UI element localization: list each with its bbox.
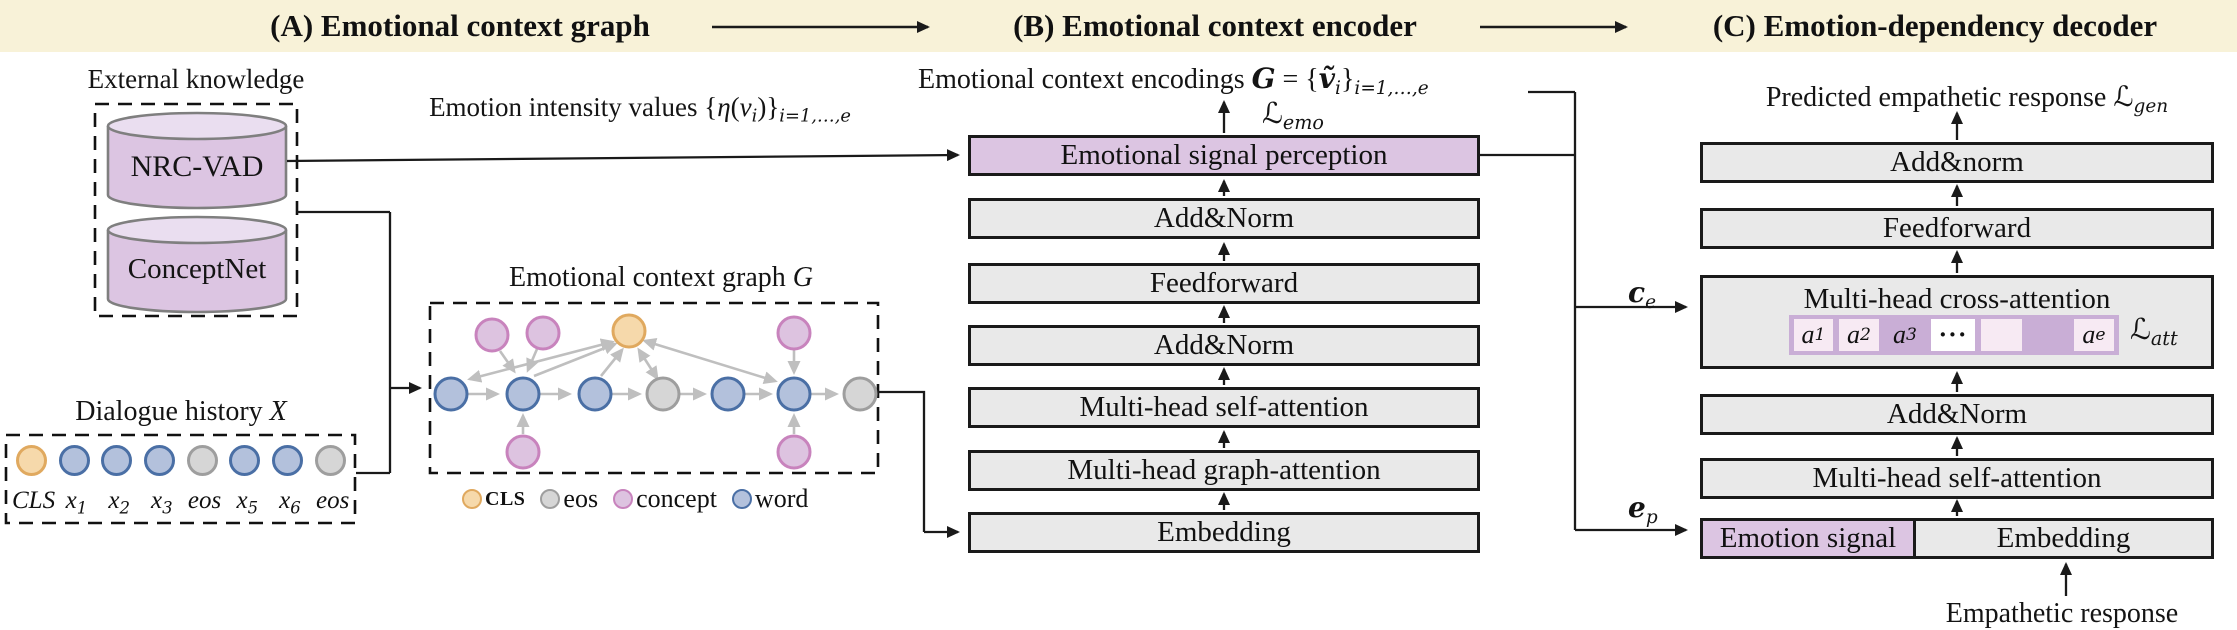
- legend-label: CLS: [485, 487, 526, 510]
- legend-label: word: [754, 484, 809, 513]
- conceptnet-label: ConceptNet: [127, 253, 267, 285]
- cls-node: [611, 313, 647, 349]
- eos-legend-dot: [540, 489, 561, 509]
- encoder-layer-embedding: Embedding: [968, 512, 1480, 553]
- context-graph-frame: [428, 301, 880, 475]
- decoder-layer-add-norm-top: Add&norm: [1700, 142, 2214, 183]
- token-label: x3: [151, 487, 173, 518]
- token-circle-word: [101, 445, 133, 476]
- concept-node: [474, 317, 510, 353]
- cls-legend-dot: [462, 489, 482, 509]
- conceptnet-cylinder: [106, 215, 288, 314]
- concept-node: [525, 315, 561, 351]
- word-node: [776, 376, 812, 412]
- predicted-response-label: Predicted empathetic response ℒgen: [1765, 80, 2169, 117]
- encoder-layer-add-norm-2: Add&Norm: [968, 198, 1480, 239]
- header-band: [0, 0, 2237, 52]
- empathetic-response-label: Empathetic response: [1945, 598, 2179, 629]
- concept-legend-dot: [613, 489, 634, 509]
- eos-node: [645, 376, 681, 412]
- dialogue-token-row: [16, 445, 346, 476]
- token-label: x1: [65, 487, 88, 518]
- token-circle-cls: [16, 445, 47, 476]
- section-title-a: (A) Emotional context graph: [270, 8, 650, 43]
- token-circle-word: [58, 445, 90, 476]
- encoder-layer-multi-head-self-attention: Multi-head self-attention: [968, 387, 1480, 428]
- legend-item-cls: CLS: [462, 488, 525, 511]
- nrc-vad-label: NRC-VAD: [130, 150, 264, 183]
- graph-nodes: [433, 313, 878, 470]
- section-title-c: (C) Emotion-dependency decoder: [1712, 8, 2158, 43]
- dialogue-history-frame: [4, 433, 357, 525]
- attention-cell-ellipsis: ···: [1931, 319, 1975, 351]
- word-node: [577, 376, 613, 412]
- word-node: [505, 376, 541, 412]
- encoder-layer-multi-head-graph-attention: Multi-head graph-attention: [968, 450, 1480, 491]
- concept-node: [505, 434, 541, 470]
- decoder-layer-feedforward: Feedforward: [1700, 208, 2214, 249]
- context-graph-title: Emotional context graph G: [508, 262, 814, 293]
- token-label: eos: [187, 487, 222, 514]
- decoder-layer-add-norm: Add&Norm: [1700, 394, 2214, 435]
- concept-node: [776, 315, 812, 351]
- token-label: CLS: [12, 487, 56, 514]
- eos-node: [842, 376, 878, 412]
- decoder-layer-multi-head-self-attention: Multi-head self-attention: [1700, 458, 2214, 499]
- encoder-layer-emotional-signal-perception: Emotional signal perception: [968, 135, 1480, 176]
- token-circle-word: [272, 445, 304, 476]
- word-node: [433, 376, 469, 412]
- legend-label: eos: [563, 484, 599, 513]
- token-circle-word: [229, 445, 261, 476]
- token-label: x5: [236, 487, 259, 518]
- attention-cell-blank: [1981, 319, 2022, 351]
- legend-label: concept: [636, 484, 717, 513]
- loss-emo-label: ℒemo: [1262, 96, 1324, 135]
- token-circle-eos: [314, 445, 346, 476]
- dialogue-history-title: Dialogue history X: [75, 396, 287, 427]
- dialogue-token-labels: CLS x1 x2 x3 eos x5 x6 eos: [12, 487, 354, 517]
- encoder-layer-feedforward: Feedforward: [968, 263, 1480, 304]
- concept-node: [776, 434, 812, 470]
- legend-item-word: word: [731, 484, 809, 514]
- graph-legend: CLS eos concept word: [462, 484, 808, 514]
- graph-edges: [467, 338, 839, 434]
- token-circle-word: [144, 445, 176, 476]
- token-label: x6: [279, 487, 301, 518]
- token-label: eos: [316, 487, 350, 514]
- emotion-signal-vector-label: ep: [1628, 491, 1658, 528]
- word-node: [710, 376, 746, 412]
- decoder-emotion-signal-box: Emotion signal: [1700, 518, 1916, 559]
- emotion-intensity-label: Emotion intensity values {η(vi)}i=1,…,e: [429, 92, 851, 127]
- flow-connectors: [286, 90, 2072, 596]
- word-legend-dot: [731, 489, 752, 509]
- token-label: x2: [108, 487, 130, 518]
- loss-att-label: ℒatt: [2130, 312, 2178, 351]
- external-knowledge-title: External knowledge: [87, 64, 305, 94]
- context-encodings-label: Emotional context encodings G = {ṽi}i=1,…: [918, 62, 1429, 99]
- external-knowledge-frame: [93, 102, 299, 318]
- token-circle-eos: [186, 445, 218, 476]
- section-title-b: (B) Emotional context encoder: [1013, 8, 1417, 43]
- legend-item-eos: eos: [540, 484, 598, 514]
- legend-item-concept: concept: [613, 484, 717, 514]
- context-vector-label: ce: [1628, 276, 1656, 313]
- nrc-vad-cylinder: [106, 111, 288, 210]
- encoder-layer-add-norm-1: Add&Norm: [968, 325, 1480, 366]
- decoder-embedding-box: Embedding: [1913, 518, 2214, 559]
